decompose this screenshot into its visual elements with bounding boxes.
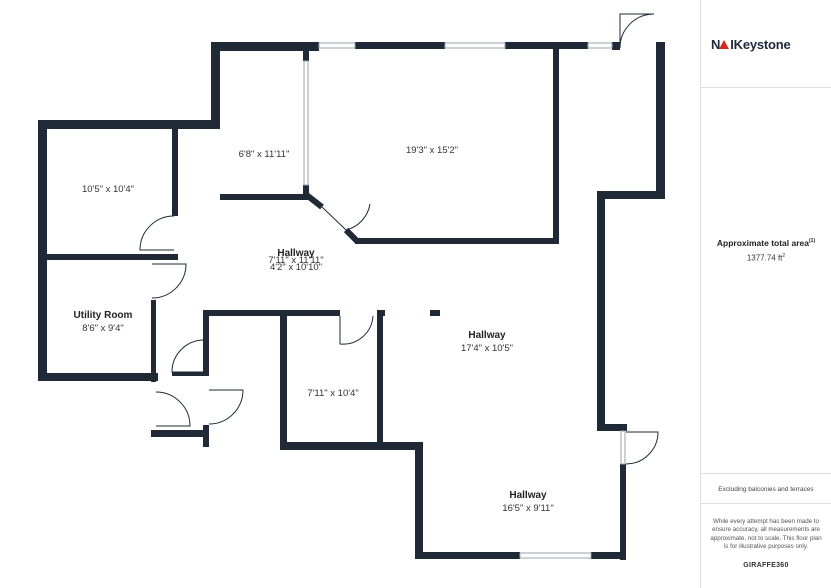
door-swing	[625, 431, 659, 465]
window	[303, 60, 309, 186]
room-name: Utility Room	[74, 310, 133, 321]
wall	[415, 442, 423, 559]
wall	[355, 42, 445, 49]
room-dims: 10'5" x 10'4"	[82, 184, 134, 195]
diagonal-wall	[302, 190, 360, 244]
wall	[597, 424, 627, 431]
wall	[377, 310, 385, 316]
logo-triangle-icon	[719, 40, 730, 49]
doors	[139, 13, 659, 465]
room-dims: 17'4" x 10'5"	[461, 343, 513, 354]
window	[318, 42, 356, 49]
wall	[280, 442, 423, 450]
wall	[47, 254, 178, 260]
door-swing	[339, 315, 374, 345]
wall	[505, 42, 588, 49]
wall	[151, 300, 156, 382]
wall	[597, 191, 605, 431]
door-swing	[619, 13, 655, 49]
wall	[38, 373, 158, 381]
door-swing	[151, 263, 187, 299]
wall	[303, 51, 309, 61]
wall	[211, 42, 319, 51]
window	[620, 430, 626, 465]
wall	[220, 194, 308, 200]
wall	[172, 372, 209, 376]
floor-plan: 10'5" x 10'4" 6'8" x 11'11" 19'3" x 15'2…	[38, 13, 665, 560]
wall	[38, 120, 220, 129]
wall	[151, 430, 209, 437]
wall	[211, 42, 220, 128]
area-value: 1377.74 ft2	[746, 253, 786, 263]
room-dims: 19'3" x 15'2"	[406, 145, 458, 156]
area-title: Approximate total area(1)	[716, 238, 816, 248]
room-dims: 4'2" x 10'10"	[270, 262, 322, 273]
wall	[203, 425, 209, 447]
window	[587, 42, 613, 49]
door-swing	[171, 339, 205, 373]
wall	[355, 238, 559, 244]
room-name: Hallway	[277, 248, 315, 259]
window	[519, 552, 592, 559]
wall	[280, 310, 287, 450]
logo-text: Keystone	[733, 37, 791, 52]
wall	[597, 191, 665, 199]
room-dims: 8'6" x 9'4"	[82, 323, 124, 334]
wall	[591, 552, 626, 559]
door-swing	[155, 391, 191, 427]
room-labels: 10'5" x 10'4" 6'8" x 11'11" 19'3" x 15'2…	[74, 145, 554, 514]
door-swing	[321, 203, 371, 231]
wall	[204, 310, 340, 316]
area-section: Approximate total area(1) 1377.74 ft2	[701, 88, 831, 474]
wall	[203, 310, 209, 372]
wall	[377, 310, 383, 445]
exclusion-note: Excluding balconies and terraces	[718, 486, 814, 493]
disclaimer: While every attempt has been made to ens…	[710, 518, 822, 550]
door-swing	[208, 389, 244, 425]
wall	[430, 310, 440, 316]
floor-plan-area: 10'5" x 10'4" 6'8" x 11'11" 19'3" x 15'2…	[38, 13, 665, 560]
room-dims: 7'11" x 11'11"	[268, 255, 323, 266]
room-dims: 6'8" x 11'11"	[239, 149, 290, 160]
room-dims: 16'5" x 9'11"	[502, 503, 553, 514]
room-name: Hallway	[509, 490, 547, 501]
wall	[656, 42, 665, 199]
wall	[620, 464, 626, 560]
wall	[38, 120, 47, 381]
door-swing	[139, 215, 175, 251]
logo-letter: N	[711, 37, 721, 52]
wall	[612, 42, 620, 50]
room-dims: 7'11" x 10'4"	[307, 388, 358, 399]
wall	[553, 49, 559, 244]
walls	[38, 42, 665, 560]
room-name: Hallway	[468, 330, 506, 341]
window	[444, 42, 506, 49]
wall	[415, 552, 520, 559]
wall	[172, 128, 178, 216]
windows	[303, 42, 626, 559]
giraffe360-brand: GIRAFFE360	[743, 562, 789, 569]
exclusion-section: Excluding balconies and terraces	[701, 474, 831, 504]
